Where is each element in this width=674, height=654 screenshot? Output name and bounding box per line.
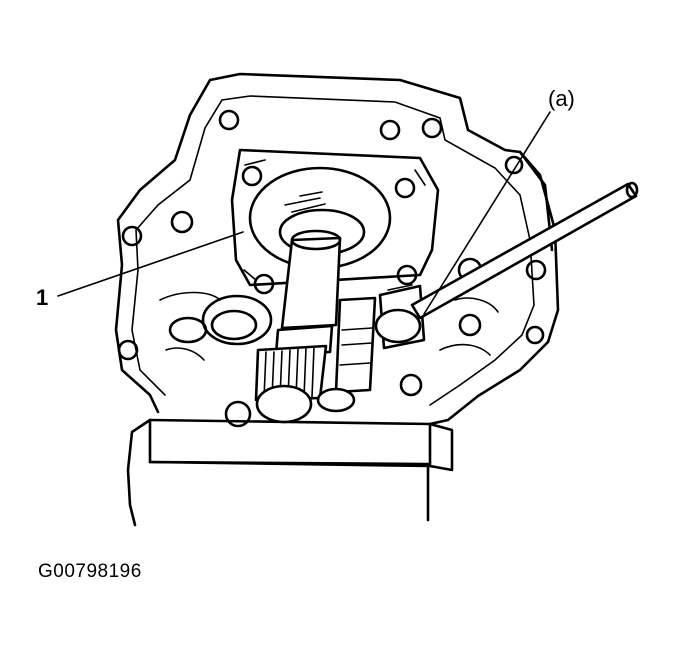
- figure-id: G00798196: [38, 561, 142, 582]
- counter-shaft: [316, 296, 377, 413]
- leader-line-1: [57, 231, 244, 297]
- housing-outer-outline: [114, 72, 560, 426]
- housing-bolt-holes: [117, 109, 547, 428]
- shift-rod-assembly: [374, 284, 426, 350]
- housing-inner-flange: [131, 95, 535, 406]
- oil-passage-openings: [159, 291, 499, 361]
- transmission-case-body: [126, 418, 454, 527]
- callout-label-a: (a): [548, 86, 575, 111]
- pin-punch-tool: [410, 181, 639, 320]
- splined-shaft-end: [254, 344, 328, 424]
- bearing-retainer-plate: [230, 148, 440, 295]
- leader-line-a: [423, 111, 551, 315]
- callout-label-1: 1: [36, 285, 49, 310]
